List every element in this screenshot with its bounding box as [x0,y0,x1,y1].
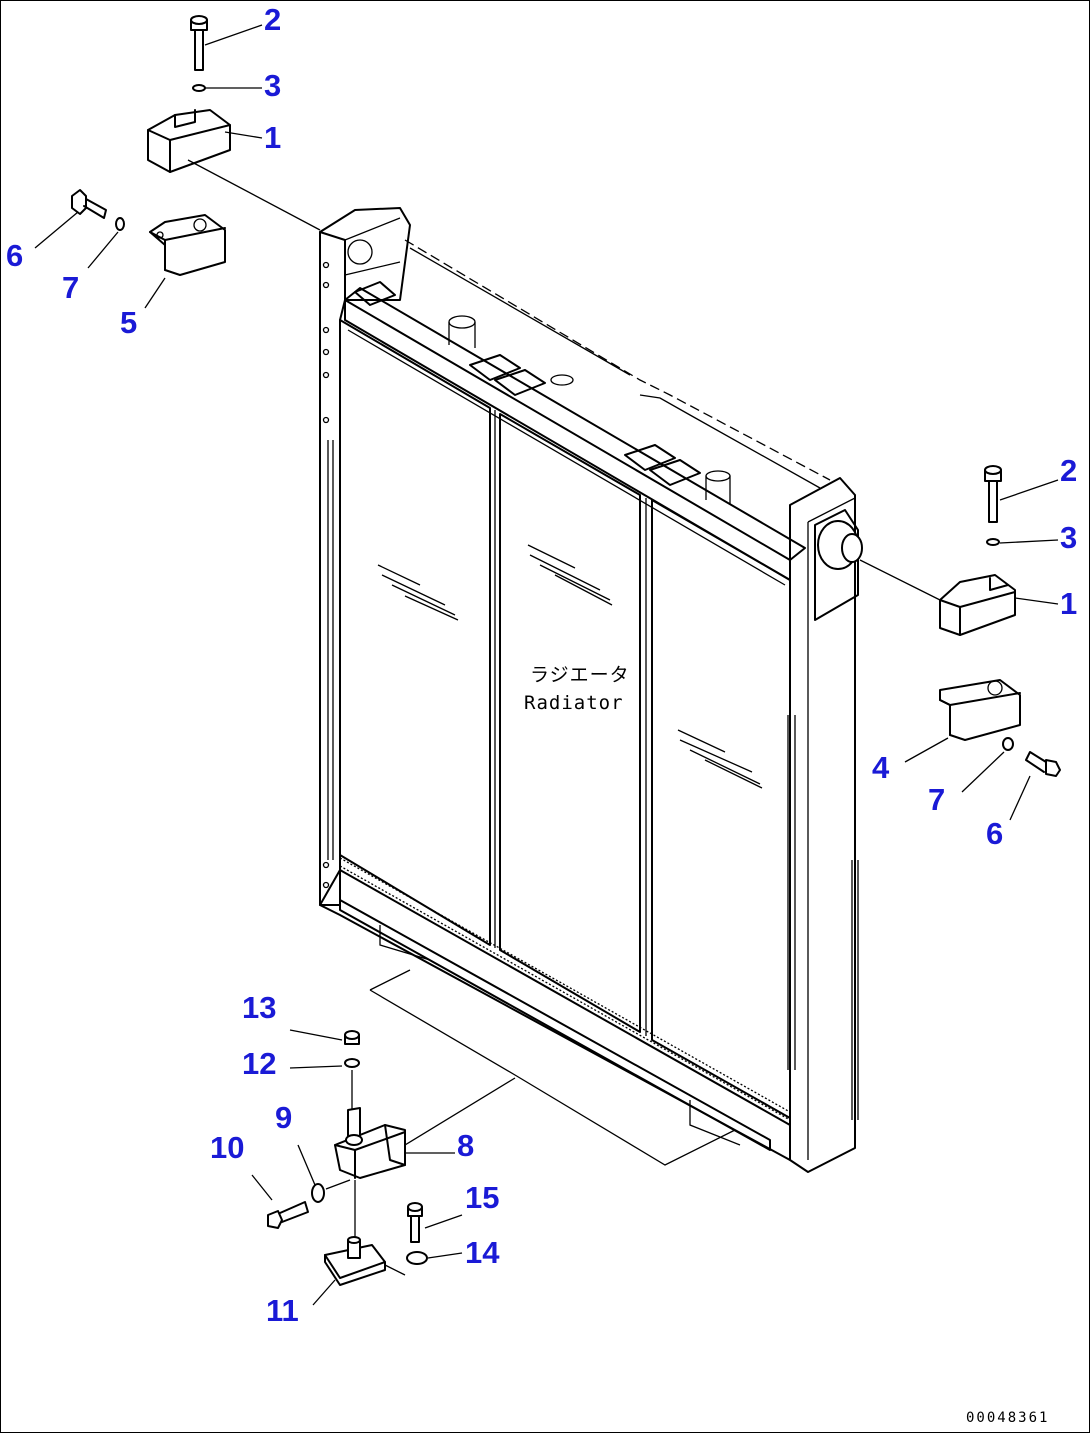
top-tank-top [344,287,806,561]
radiator-back-rail-hidden [404,239,831,481]
left-top-bracket [319,207,411,301]
callout-9: 9 [275,1100,293,1135]
radiator-back-rail [409,247,821,489]
part-bracket-5-left [149,214,226,276]
part-bolt-2-top [190,15,208,71]
callout-11: 11 [266,1293,299,1328]
part-bolt-2-right [984,465,1002,523]
part-bolt-6-right [1025,751,1061,777]
bottom-rail [339,899,771,1151]
callout-13: 13 [242,990,277,1025]
callout-7-right: 7 [928,782,946,817]
radiator-assembly [319,207,863,1173]
left-frame-slot [327,440,334,860]
right-frame-slot-2 [851,860,859,1120]
part-bolt-10 [267,1201,309,1229]
top-tank-fittings [354,281,731,505]
leader-washer9-axis [325,1179,351,1190]
callout-3-right: 3 [1060,520,1078,555]
leader-bracket8-to-shroud [404,1077,516,1146]
callout-4-right: 4 [872,750,890,785]
part-washer-3-right [986,538,1000,546]
callout-2-right: 2 [1060,453,1078,488]
radiator-label-jp: ラジエータ [530,664,630,686]
part-cap-1-top [147,109,231,173]
part-bracket-4-right [939,679,1021,741]
part-washer-7-left [115,217,125,231]
top-tank [344,299,791,581]
right-pivot-boss [814,509,863,621]
part-bolt-15 [407,1202,423,1243]
lower-shroud [369,969,736,1166]
callout-5-left: 5 [120,305,138,340]
leader-cap1-to-frame [187,159,321,231]
lower-shroud-brackets [379,925,741,1146]
part-cap-1-right [939,574,1016,636]
callout-6-left: 6 [6,238,24,273]
part-washer-3-top [192,84,206,92]
part-nut-13 [344,1030,360,1045]
part-washer-12 [344,1058,360,1068]
right-frame-slot [787,715,796,1070]
callout-6-right: 6 [986,816,1004,851]
right-side-frame [789,477,856,1173]
core-right [651,499,791,1119]
callout-12: 12 [242,1046,277,1081]
callout-15: 15 [465,1180,500,1215]
callout-3-top: 3 [264,68,282,103]
bottom-tank [319,869,791,1161]
core-hatch-marks [377,544,763,789]
part-washer-7-right [1002,737,1014,751]
callout-10: 10 [210,1130,245,1165]
part-plate-11 [324,1236,406,1286]
core-center [499,413,641,1033]
callout-14: 14 [465,1235,500,1270]
callout-8: 8 [457,1128,475,1163]
callout-7-left: 7 [62,270,80,305]
core-dividers [489,408,647,1036]
part-washer-9 [311,1183,325,1203]
right-frame-edge [807,497,856,1160]
part-bracket-8 [334,1107,406,1179]
core-left [339,319,491,946]
left-bracket-hole [347,239,373,265]
part-bolt-6-left [71,189,107,219]
left-top-bracket-detail [344,217,401,276]
left-frame-holes [322,261,330,889]
top-tank-seam [347,329,786,586]
leader-cap1-to-boss [859,559,941,601]
drawing-code: 00048361 [966,1410,1050,1426]
part-washer-14 [406,1251,428,1265]
callout-1-top: 1 [264,120,282,155]
callout-1-right: 1 [1060,586,1078,621]
radiator-label-en: Radiator [524,692,624,714]
callout-leaders [34,24,1059,1306]
callout-2-top: 2 [264,2,282,37]
